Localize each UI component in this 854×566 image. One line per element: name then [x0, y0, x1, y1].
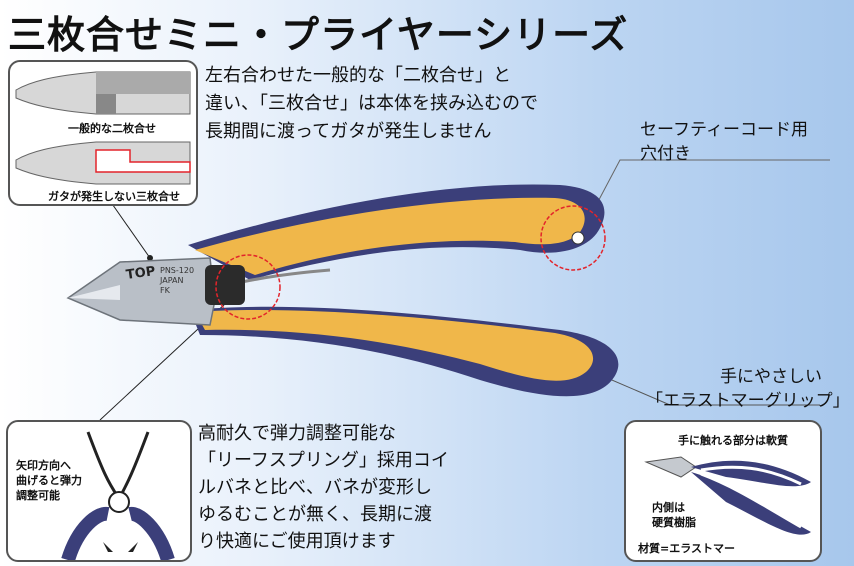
arrow-right — [128, 542, 138, 552]
spring-note-line: ルバネと比べ、バネが変形し — [198, 477, 432, 498]
upper-handle-grip — [195, 197, 585, 275]
safety-cord-line: セーフティーコード用 — [640, 120, 808, 140]
arrow-left — [103, 542, 113, 552]
pivot-joint — [205, 265, 245, 305]
highlight-spring — [215, 254, 281, 320]
spring-adjust-figure — [61, 431, 175, 560]
spring-note: 高耐久で弾力調整可能な 「リーフスプリング」採用コイ ルバネと比べ、バネが変形し… — [198, 420, 449, 555]
code-mark: FK — [160, 286, 170, 295]
model-code: PNS-120 — [160, 266, 195, 275]
spring-adjust-label: 矢印方向へ 曲げると弾力 調整可能 — [16, 458, 82, 503]
top-note-line: 左右合わせた一般的な「二枚合せ」と — [205, 65, 511, 86]
mini-lower-handle — [691, 472, 811, 535]
grip-material-box: 手に触れる部分は軟質 内側は 硬質樹脂 材質=エラストマー — [624, 420, 822, 562]
grip-material-figure — [644, 456, 811, 535]
callout-dot-joint — [147, 255, 153, 261]
spring-note-line: 高耐久で弾力調整可能な — [198, 423, 396, 444]
top-note-line: 長期間に渡ってガタが発生しません — [205, 121, 492, 142]
three-plate-insert — [95, 149, 191, 173]
model-mark: PNS-120 JAPAN FK — [160, 266, 194, 296]
spring-adjust-line: 矢印方向へ — [16, 459, 71, 472]
pivot — [108, 491, 130, 513]
page-title: 三枚合せミニ・プライヤーシリーズ — [8, 13, 629, 57]
lower-handle-grip — [195, 310, 594, 381]
spring-adjust-box: 矢印方向へ 曲げると弾力 調整可能 — [6, 420, 192, 562]
hard-part-line: 内側は — [652, 501, 685, 514]
hard-part-line: 硬質樹脂 — [652, 516, 696, 529]
spring-note-line: 「リーフスプリング」採用コイ — [198, 450, 449, 471]
common-two-plate-label: 一般的な二枚合せ — [68, 122, 156, 135]
grip-note-line: 「エラストマーグリップ」 — [646, 391, 850, 411]
callout-line-joint — [107, 197, 151, 259]
three-plate-label: ガタが発生しない三枚合せ — [48, 190, 180, 203]
spring-adjust-line: 調整可能 — [16, 489, 60, 502]
left-handle — [61, 506, 110, 560]
spring-note-line: ゆるむことが無く、長期に渡 — [198, 504, 432, 525]
safety-cord-line: 穴付き — [640, 144, 691, 164]
plate-comparison-figure — [15, 71, 191, 185]
top-note-line: 違い、「三枚合せ」は本体を挟み込むので — [205, 93, 538, 114]
country-mark: JAPAN — [160, 276, 184, 285]
material-label: 材質=エラストマー — [638, 542, 735, 555]
left-jaw — [86, 431, 120, 498]
spring-adjust-line: 曲げると弾力 — [16, 474, 82, 487]
right-jaw — [118, 431, 150, 498]
top-note: 左右合わせた一般的な「二枚合せ」と 違い、「三枚合せ」は本体を挟み込むので 長期… — [205, 62, 538, 146]
mini-lower-grip — [700, 472, 802, 529]
hard-part-label: 内側は 硬質樹脂 — [652, 500, 696, 530]
mini-head — [644, 456, 697, 478]
callout-line-safety — [574, 159, 830, 246]
mini-upper-grip — [700, 465, 802, 486]
grip-note-line: 手にやさしい — [720, 367, 822, 387]
plate-comparison-box: 一般的な二枚合せ ガタが発生しない三枚合せ — [8, 60, 198, 206]
spring-note-line: り快適にご使用頂けます — [198, 531, 396, 552]
safety-hole — [571, 231, 585, 245]
two-plate-lower — [96, 94, 116, 114]
highlight-safety-hole — [540, 205, 606, 271]
blade-edge — [68, 285, 120, 300]
soft-part-label: 手に触れる部分は軟質 — [678, 434, 788, 447]
grip-note: 手にやさしい 「エラストマーグリップ」 — [646, 365, 850, 413]
safety-cord-note: セーフティーコード用 穴付き — [640, 118, 808, 166]
right-handle — [128, 506, 175, 560]
two-plate-upper — [96, 72, 190, 94]
